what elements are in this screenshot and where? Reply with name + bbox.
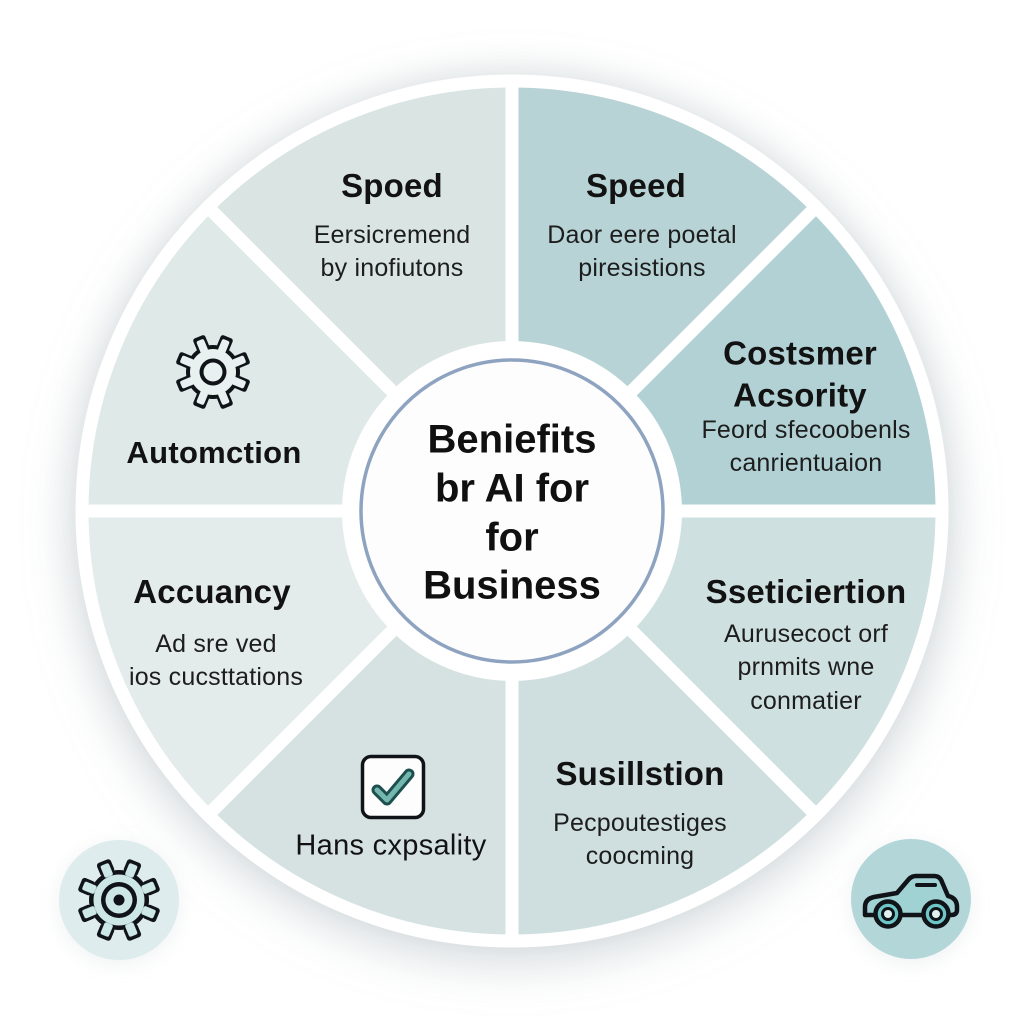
segment-spoed-subtitle: Eersicremend by inofiutons [313, 220, 471, 282]
segment-satisfaction-subtitle: Aurusecoct orf prnmits wne conmatier [724, 620, 888, 715]
check-square-icon [360, 754, 426, 820]
corner-gear-badge [59, 840, 179, 960]
segment-satisfaction-title: Sseticiertion [705, 573, 907, 611]
gear-icon [176, 335, 250, 409]
segment-hands-quality-label: Hans cxpsality [295, 829, 487, 862]
segment-sustainability-subtitle: Pecpoutestiges coocming [553, 808, 727, 870]
segment-speed-subtitle: Daor eere poetal piresistions [547, 220, 737, 282]
segment-accuracy-subtitle: Ad sre ved ios cucsttations [128, 629, 304, 691]
wheel-center-title: Beniefits br AI for for Business [423, 417, 601, 608]
segment-customer-accuracy-title: Costsmer Acsority [723, 334, 877, 413]
segment-customer-accuracy-subtitle: Feord sfecoobenls canrientuaion [701, 415, 911, 477]
corner-car-badge [851, 839, 971, 959]
center-circle [359, 358, 665, 664]
segment-spoed-title: Spoed [341, 167, 443, 205]
segment-sustainability-title: Susillstion [555, 755, 725, 793]
gear-icon [78, 859, 160, 941]
segment-speed-title: Speed [585, 167, 687, 205]
car-icon [862, 873, 960, 929]
segment-automation-label: Automction [126, 435, 302, 470]
segment-accuracy-title: Accuancy [133, 573, 291, 611]
